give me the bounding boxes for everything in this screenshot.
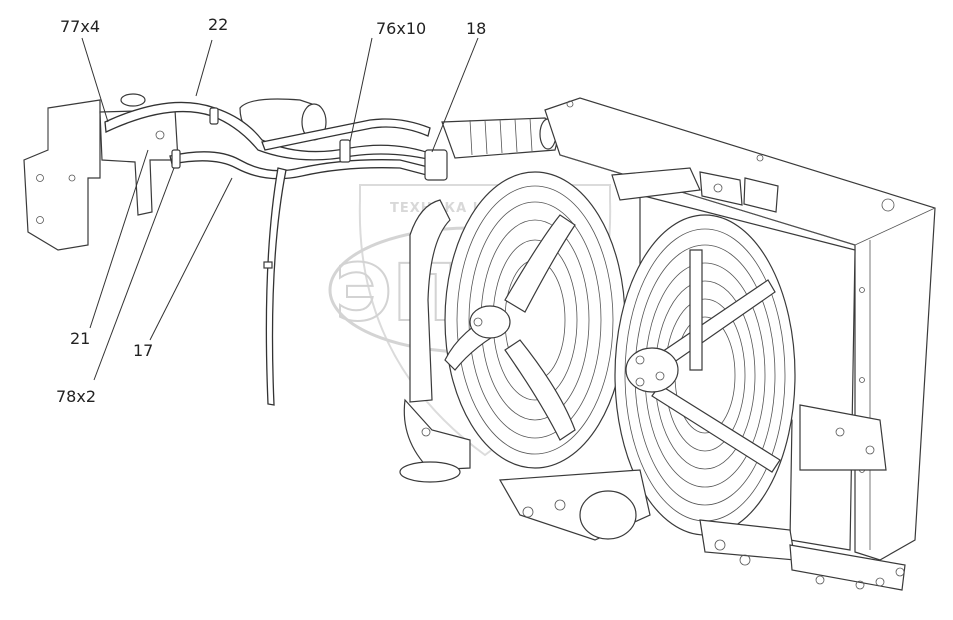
fan-left: [444, 171, 626, 469]
leader-78x2: [93, 167, 175, 381]
callout-22: 22: [208, 15, 228, 34]
left-mount-bracket: [23, 99, 179, 251]
leader-22: [195, 39, 213, 97]
lower-duct: [399, 199, 471, 483]
expansion-tank: [120, 93, 327, 143]
pipe-18-bellows: [441, 117, 561, 159]
bottom-mounts: [499, 404, 906, 591]
leader-lines: [81, 37, 479, 381]
leader-17: [149, 177, 233, 341]
callout-17: 17: [133, 341, 153, 360]
fan-right: [614, 214, 796, 536]
hoses: [104, 101, 448, 406]
callout-21: 21: [70, 329, 90, 348]
leader-21: [89, 149, 149, 329]
pipe-upper-link: [261, 118, 431, 151]
callout-78x2: 78x2: [56, 387, 96, 406]
leader-77x4: [81, 37, 109, 123]
drain-pipe: [265, 167, 287, 406]
leader-18: [431, 37, 479, 153]
leader-76x10: [349, 37, 373, 143]
callout-77x4: 77x4: [60, 17, 100, 36]
callout-76x10: 76x10: [376, 19, 426, 38]
callout-18: 18: [466, 19, 486, 38]
callouts: 77x4 22 76x10 18 21 17 78x2: [56, 15, 486, 406]
